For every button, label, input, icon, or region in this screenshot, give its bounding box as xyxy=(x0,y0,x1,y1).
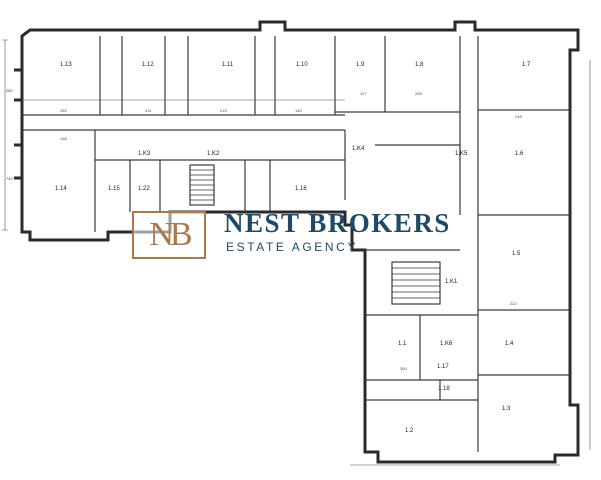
room-label-1-22: 1.22 xyxy=(138,186,150,192)
room-label-1-7: 1.7 xyxy=(522,62,531,68)
room-label-1-14: 1.14 xyxy=(55,186,67,192)
room-label-1-18: 1.18 xyxy=(438,386,450,392)
room-label-1-17: 1.17 xyxy=(437,364,449,370)
room-label-1-k1: 1.K1 xyxy=(445,279,458,285)
watermark-logo: NB NEST BROKERS ESTATE AGENCY xyxy=(132,208,472,260)
dimension-label: 740 xyxy=(6,176,13,181)
staircase-west xyxy=(189,164,215,206)
room-label-1-k6: 1.K6 xyxy=(440,341,453,347)
room-label-1-k2: 1.K2 xyxy=(207,151,220,157)
room-label-1-4: 1.4 xyxy=(505,341,514,347)
room-label-1-1: 1.1 xyxy=(398,341,407,347)
brand-tagline: ESTATE AGENCY xyxy=(226,240,359,254)
dimension-label: 280 xyxy=(6,88,13,93)
dimension-label: 300 xyxy=(400,366,407,371)
dimension-label: 117 xyxy=(360,91,367,96)
dimension-label: 228 xyxy=(415,91,422,96)
room-label-1-2: 1.2 xyxy=(405,428,414,434)
room-label-1-8: 1.8 xyxy=(415,62,424,68)
room-label-1-k4: 1.K4 xyxy=(352,146,365,152)
room-label-1-16: 1.16 xyxy=(295,186,307,192)
room-label-1-k5: 1.K5 xyxy=(455,151,468,157)
room-label-1-12: 1.12 xyxy=(142,62,154,68)
nb-monogram-icon: NB xyxy=(132,211,206,259)
room-label-1-6: 1.6 xyxy=(515,151,524,157)
staircase-east xyxy=(391,261,441,305)
dimension-label: 140 xyxy=(295,108,302,113)
dimension-lines xyxy=(2,39,591,466)
room-label-1-13: 1.13 xyxy=(60,62,72,68)
room-label-1-10: 1.10 xyxy=(296,62,308,68)
dimension-label: 248 xyxy=(515,114,522,119)
room-label-1-9: 1.9 xyxy=(356,62,365,68)
monogram-text: NB xyxy=(149,216,192,253)
room-label-1-11: 1.11 xyxy=(222,62,234,68)
dimension-label: 222 xyxy=(510,301,517,306)
dimension-label: 158 xyxy=(60,136,67,141)
brand-name: NEST BROKERS xyxy=(224,208,451,238)
room-label-1-3: 1.3 xyxy=(502,406,511,412)
room-label-1-k3: 1.K3 xyxy=(138,151,151,157)
dimension-labels: 280 740 252 117 228 248 211 215 140 158 … xyxy=(6,88,522,371)
interior-walls xyxy=(22,36,570,452)
room-labels: 1.13 1.12 1.11 1.10 1.9 1.8 1.7 1.14 1.1… xyxy=(55,62,531,434)
dimension-label: 252 xyxy=(60,108,67,113)
room-label-1-15: 1.15 xyxy=(108,186,120,192)
dimension-label: 215 xyxy=(220,108,227,113)
dimension-label: 211 xyxy=(145,108,152,113)
room-label-1-5: 1.5 xyxy=(512,251,521,257)
